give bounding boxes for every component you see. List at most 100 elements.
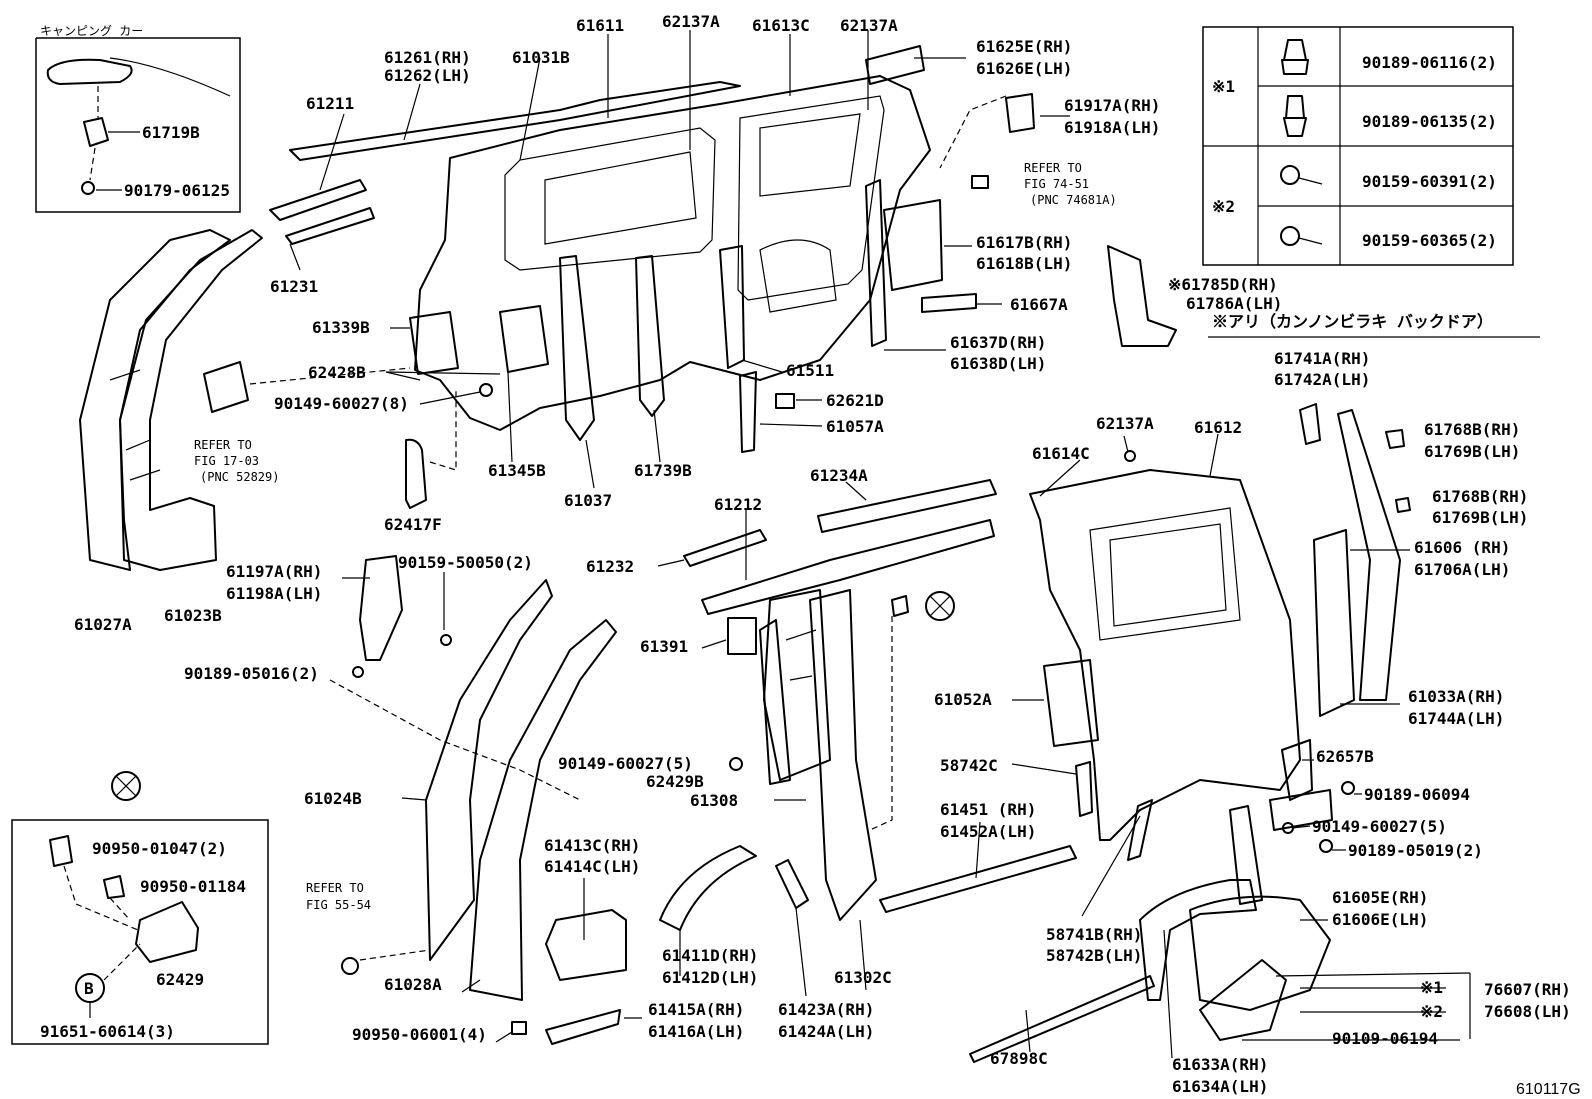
part-61234a: 61234A (810, 466, 868, 485)
part-61198a: 61198A(LH) (226, 584, 322, 603)
part-61031b: 61031B (512, 48, 570, 67)
part-61412d: 61412D(LH) (662, 968, 758, 987)
table-part-3: 90159-60391(2) (1362, 172, 1497, 191)
part-61411d: 61411D(RH) (662, 946, 758, 965)
part-61308: 61308 (690, 791, 738, 810)
table-group2: ※2 (1212, 197, 1235, 216)
part-61742a: 61742A(LH) (1274, 370, 1370, 389)
part-61785d: ※61785D(RH) (1168, 275, 1278, 294)
part-labels: 61611 62137A 61613C 62137A 61261(RH) 612… (74, 12, 1581, 1098)
part-61917a: 61917A(RH) (1064, 96, 1160, 115)
part-58742c: 58742C (940, 756, 998, 775)
camping-car-inset: キャンピング カー 61719B 90179-06125 (35, 24, 241, 213)
ref1-line3: (PNC 74681A) (1030, 193, 1117, 207)
bracket-61719b (83, 117, 109, 147)
clip-90179 (81, 181, 95, 195)
part-90149-60027-5a: 90149-60027(5) (558, 754, 693, 773)
part-90950-01184: 90950-01184 (140, 877, 246, 896)
ref-note-74-51: REFER TO FIG 74-51 (PNC 74681A) (1024, 161, 1117, 207)
part-61626e: 61626E(LH) (976, 59, 1072, 78)
clip-icon (1283, 95, 1307, 137)
part-67898c: 67898C (990, 1049, 1048, 1068)
part-61212: 61212 (714, 495, 762, 514)
ref3-line2: FIG 55-54 (306, 898, 371, 912)
part-61033a: 61033A(RH) (1408, 687, 1504, 706)
front-pillars (79, 229, 263, 571)
mark-1: ※1 (1420, 978, 1443, 997)
part-61232: 61232 (586, 557, 634, 576)
part-61744a: 61744A(LH) (1408, 709, 1504, 728)
part-61416a: 61416A(LH) (648, 1022, 744, 1041)
leader-lines (289, 30, 1471, 1059)
part-61391: 61391 (640, 637, 688, 656)
inset-caption: キャンピング カー (40, 24, 143, 38)
part-61638d: 61638D(LH) (950, 354, 1046, 373)
part-61611: 61611 (576, 16, 624, 35)
part-90189-06094: 90189-06094 (1364, 785, 1470, 804)
part-62429: 62429 (156, 970, 204, 989)
part-62137a-2: 62137A (840, 16, 898, 35)
part-61414c: 61414C(LH) (544, 857, 640, 876)
part-61918a: 61918A(LH) (1064, 118, 1160, 137)
barndoor-note: ※アリ（カンノンビラキ バックドア） (1212, 312, 1493, 331)
part-61339b: 61339B (312, 318, 370, 337)
part-61606: 61606 (RH) (1414, 538, 1510, 557)
ref2-line3: (PNC 52829) (200, 470, 279, 484)
part-62137a-3: 62137A (1096, 414, 1154, 433)
panel-61339b (409, 311, 459, 375)
ref2-line1: REFER TO (194, 438, 252, 452)
part-58742b: 58742B(LH) (1046, 946, 1142, 965)
part-61211: 61211 (306, 94, 354, 113)
part-61625e: 61625E(RH) (976, 37, 1072, 56)
part-61613c: 61613C (752, 16, 810, 35)
table-part-4: 90159-60365(2) (1362, 231, 1497, 250)
part-61423a: 61423A(RH) (778, 1000, 874, 1019)
part-90189-05016: 90189-05016(2) (184, 664, 319, 683)
mark-2: ※2 (1420, 1002, 1443, 1021)
table-group1: ※1 (1212, 77, 1235, 96)
part-61023b: 61023B (164, 606, 222, 625)
rear-body-side (879, 403, 1411, 1063)
part-61262: 61262(LH) (384, 66, 471, 85)
part-61345b: 61345B (488, 461, 546, 480)
part-90149-60027-8: 90149-60027(8) (274, 394, 409, 413)
ref3-line1: REFER TO (306, 881, 364, 895)
part-76608: 76608(LH) (1484, 1002, 1571, 1021)
part-90179-06125: 90179-06125 (124, 181, 230, 200)
ref-note-55-54: REFER TO FIG 55-54 (306, 881, 371, 912)
part-61633a: 61633A(RH) (1172, 1055, 1268, 1074)
part-61634a: 61634A(LH) (1172, 1077, 1268, 1096)
part-61768b-1: 61768B(RH) (1424, 420, 1520, 439)
part-90109-06194: 90109-06194 (1332, 1029, 1438, 1048)
part-90159-50050: 90159-50050(2) (398, 553, 533, 572)
part-90149-60027-5b: 90149-60027(5) (1312, 817, 1447, 836)
part-61024b: 61024B (304, 789, 362, 808)
camping-car-roof-part (46, 58, 133, 85)
ref-note-17-03: REFER TO FIG 17-03 (PNC 52829) (194, 438, 279, 484)
part-62657b: 62657B (1316, 747, 1374, 766)
part-61768b-2: 61768B(RH) (1432, 487, 1528, 506)
circle-label: B (84, 979, 94, 998)
part-61231: 61231 (270, 277, 318, 296)
ref1-line1: REFER TO (1024, 161, 1082, 175)
part-61637d: 61637D(RH) (950, 333, 1046, 352)
part-61511: 61511 (786, 361, 834, 380)
part-62621d: 62621D (826, 391, 884, 410)
table-part-1: 90189-06116(2) (1362, 53, 1497, 72)
center-pillar-group (329, 555, 627, 1045)
center-structure (659, 479, 997, 931)
bracket-inset: 90950-01047(2) 90950-01184 62429 B 91651… (11, 771, 269, 1045)
screw-icon (1280, 226, 1300, 246)
ref2-line2: FIG 17-03 (194, 454, 259, 468)
part-90189-05019: 90189-05019(2) (1348, 841, 1483, 860)
part-62429b: 62429B (646, 772, 704, 791)
part-62417f: 62417F (384, 515, 442, 534)
part-61618b: 61618B(LH) (976, 254, 1072, 273)
part-58741b: 58741B(RH) (1046, 925, 1142, 944)
table-part-2: 90189-06135(2) (1362, 112, 1497, 131)
part-61786a: 61786A(LH) (1186, 294, 1282, 313)
part-61027a: 61027A (74, 615, 132, 634)
part-61424a: 61424A(LH) (778, 1022, 874, 1041)
screw-icon (1280, 165, 1300, 185)
